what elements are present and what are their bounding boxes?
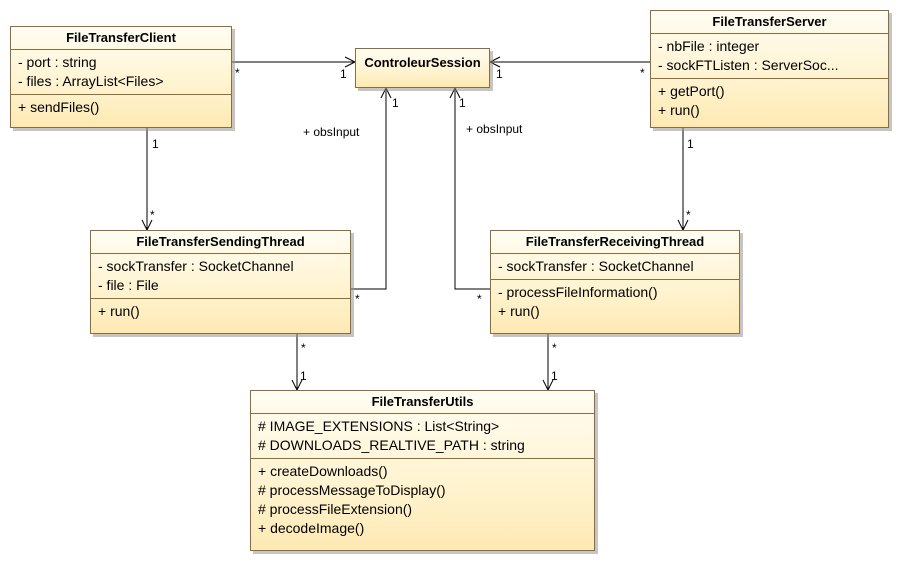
attributes-section: - sockTransfer : SocketChannel - file : …: [91, 253, 350, 298]
operation: + run(): [498, 303, 540, 319]
mult-target: 1: [340, 67, 347, 81]
class-name: FileTransferClient: [66, 30, 176, 45]
mult-source: *: [640, 66, 645, 80]
mult-target: 1: [459, 96, 466, 110]
mult-source: 1: [687, 137, 694, 151]
attribute: - sockTransfer : SocketChannel: [98, 258, 294, 274]
mult-source: *: [235, 66, 240, 80]
operations-section: - processFileInformation() + run(): [491, 279, 739, 324]
mult-target: *: [150, 208, 155, 222]
operation: + sendFiles(): [18, 99, 100, 115]
class-file-transfer-sending-thread[interactable]: FileTransferSendingThread - sockTransfer…: [90, 230, 351, 334]
assoc-sending-utils: * 1: [291, 334, 307, 392]
class-file-transfer-receiving-thread[interactable]: FileTransferReceivingThread - sockTransf…: [490, 230, 740, 334]
operation: + run(): [98, 303, 140, 319]
class-file-transfer-server[interactable]: FileTransferServer - nbFile : integer - …: [650, 10, 889, 128]
assoc-line: [351, 88, 387, 290]
operation: + createDownloads(): [258, 463, 388, 479]
attribute: # IMAGE_EXTENSIONS : List<String>: [258, 418, 500, 434]
operation: - processFileInformation(): [498, 284, 658, 300]
class-controleur-session[interactable]: ControleurSession: [355, 48, 490, 88]
assoc-client-session: * 1: [232, 56, 357, 81]
assoc-line: [454, 88, 490, 290]
role-label: + obsInput: [466, 122, 523, 136]
attributes-section: - nbFile : integer - sockFTListen : Serv…: [651, 33, 888, 78]
class-name: ControleurSession: [364, 55, 481, 70]
operations-section: + sendFiles(): [11, 94, 231, 120]
assoc-client-sending: 1 *: [141, 128, 159, 232]
operation: # processMessageToDisplay(): [258, 482, 446, 498]
mult-target: 1: [551, 369, 558, 383]
arrowhead: [380, 86, 392, 99]
attribute: - sockTransfer : SocketChannel: [498, 258, 694, 274]
attribute: - nbFile : integer: [658, 38, 760, 54]
mult-target: *: [686, 208, 691, 222]
attributes-section: # IMAGE_EXTENSIONS : List<String> # DOWN…: [251, 413, 594, 458]
assoc-server-receiving: 1 *: [677, 128, 694, 232]
operations-section: + getPort() + run(): [651, 78, 888, 123]
operation: + getPort(): [658, 83, 725, 99]
class-file-transfer-client[interactable]: FileTransferClient - port : string - fil…: [10, 26, 232, 128]
operation: + decodeImage(): [258, 520, 365, 536]
assoc-sending-session: + obsInput * 1: [303, 86, 399, 306]
class-file-transfer-utils[interactable]: FileTransferUtils # IMAGE_EXTENSIONS : L…: [250, 390, 595, 551]
operations-section: + run(): [91, 298, 350, 324]
attribute: - file : File: [98, 277, 159, 293]
arrowhead: [488, 56, 501, 68]
class-name: FileTransferSendingThread: [136, 234, 305, 249]
mult-target: 1: [496, 67, 503, 81]
attribute: - port : string: [18, 54, 97, 70]
attributes-section: - port : string - files : ArrayList<File…: [11, 49, 231, 94]
operation: # processFileExtension(): [258, 501, 413, 517]
operation: + run(): [658, 102, 700, 118]
attribute: # DOWNLOADS_REALTIVE_PATH : string: [258, 437, 525, 453]
mult-source: *: [552, 341, 557, 355]
assoc-receiving-session: + obsInput * 1: [449, 86, 523, 306]
role-label: + obsInput: [303, 125, 360, 139]
class-name: FileTransferUtils: [371, 394, 474, 409]
attribute: - sockFTListen : ServerSoc...: [658, 57, 839, 73]
arrowhead: [449, 86, 461, 99]
mult-source: *: [355, 292, 360, 306]
assoc-server-session: * 1: [488, 56, 650, 81]
mult-source: *: [477, 292, 482, 306]
operations-section: + createDownloads() # processMessageToDi…: [251, 458, 594, 541]
mult-target: 1: [392, 96, 399, 110]
attributes-section: - sockTransfer : SocketChannel: [491, 253, 739, 279]
class-name: FileTransferServer: [712, 14, 827, 29]
class-name: FileTransferReceivingThread: [525, 234, 705, 249]
mult-target: 1: [300, 369, 307, 383]
mult-source: *: [301, 341, 306, 355]
assoc-receiving-utils: * 1: [542, 334, 558, 392]
attribute: - files : ArrayList<Files>: [18, 73, 164, 89]
mult-source: 1: [152, 137, 159, 151]
